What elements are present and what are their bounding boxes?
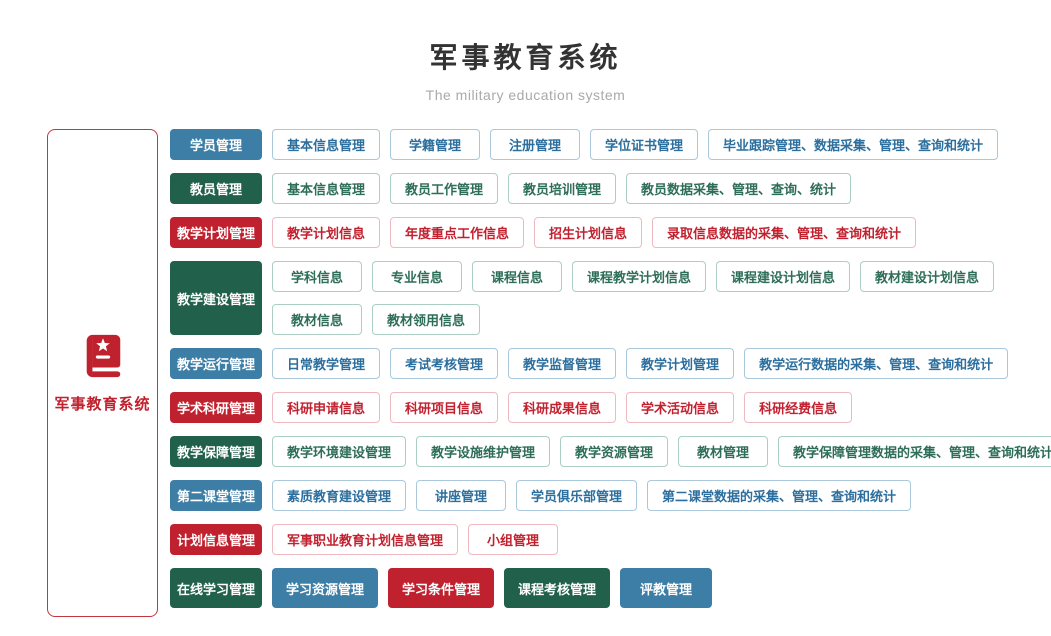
- module-button[interactable]: 课程考核管理: [504, 568, 611, 608]
- module-button[interactable]: 年度重点工作信息: [390, 217, 525, 248]
- module-button[interactable]: 教员数据采集、管理、查询、统计: [626, 173, 852, 204]
- row-line: 教学计划信息年度重点工作信息招生计划信息录取信息数据的采集、管理、查询和统计: [272, 217, 917, 248]
- category-row: 教学计划管理教学计划信息年度重点工作信息招生计划信息录取信息数据的采集、管理、查…: [170, 217, 1051, 248]
- row-line: 素质教育建设管理讲座管理学员俱乐部管理第二课堂数据的采集、管理、查询和统计: [272, 480, 912, 511]
- module-button[interactable]: 日常教学管理: [272, 348, 381, 379]
- module-button[interactable]: 第二课堂数据的采集、管理、查询和统计: [647, 480, 912, 511]
- module-button[interactable]: 教员培训管理: [508, 173, 617, 204]
- category-row: 在线学习管理学习资源管理学习条件管理课程考核管理评教管理: [170, 568, 1051, 608]
- module-button[interactable]: 学科信息: [272, 261, 362, 292]
- category-button[interactable]: 教学建设管理: [170, 261, 262, 335]
- category-row: 学员管理基本信息管理学籍管理注册管理学位证书管理毕业跟踪管理、数据采集、管理、查…: [170, 129, 1051, 160]
- module-button[interactable]: 毕业跟踪管理、数据采集、管理、查询和统计: [708, 129, 999, 160]
- category-button[interactable]: 在线学习管理: [170, 568, 262, 608]
- module-button[interactable]: 教学保障管理数据的采集、管理、查询和统计: [778, 436, 1051, 467]
- module-button[interactable]: 教材建设计划信息: [860, 261, 995, 292]
- module-button[interactable]: 讲座管理: [416, 480, 507, 511]
- page-header: 军事教育系统 The military education system: [0, 0, 1051, 103]
- category-row: 教员管理基本信息管理教员工作管理教员培训管理教员数据采集、管理、查询、统计: [170, 173, 1051, 204]
- row-line: 教学环境建设管理教学设施维护管理教学资源管理教材管理教学保障管理数据的采集、管理…: [272, 436, 1051, 467]
- category-button[interactable]: 学术科研管理: [170, 392, 262, 423]
- module-button[interactable]: 学籍管理: [390, 129, 481, 160]
- module-button[interactable]: 科研申请信息: [272, 392, 381, 423]
- module-button[interactable]: 教学运行数据的采集、管理、查询和统计: [744, 348, 1009, 379]
- row-lines: 基本信息管理教员工作管理教员培训管理教员数据采集、管理、查询、统计: [272, 173, 852, 204]
- module-button[interactable]: 基本信息管理: [272, 129, 381, 160]
- module-button[interactable]: 评教管理: [620, 568, 713, 608]
- row-line: 军事职业教育计划信息管理小组管理: [272, 524, 559, 555]
- page-title: 军事教育系统: [429, 42, 622, 73]
- module-button[interactable]: 教材领用信息: [372, 304, 481, 335]
- category-button[interactable]: 教学运行管理: [170, 348, 262, 379]
- module-button[interactable]: 基本信息管理: [272, 173, 381, 204]
- module-button[interactable]: 专业信息: [372, 261, 462, 292]
- module-button[interactable]: 课程教学计划信息: [572, 261, 707, 292]
- category-button[interactable]: 第二课堂管理: [170, 480, 262, 511]
- module-button[interactable]: 注册管理: [490, 129, 581, 160]
- module-button[interactable]: 学位证书管理: [590, 129, 699, 160]
- category-button[interactable]: 教学保障管理: [170, 436, 262, 467]
- category-row: 教学保障管理教学环境建设管理教学设施维护管理教学资源管理教材管理教学保障管理数据…: [170, 436, 1051, 467]
- module-button[interactable]: 教学资源管理: [560, 436, 669, 467]
- row-lines: 军事职业教育计划信息管理小组管理: [272, 524, 559, 555]
- module-button[interactable]: 学术活动信息: [626, 392, 735, 423]
- category-row: 教学建设管理学科信息专业信息课程信息课程教学计划信息课程建设计划信息教材建设计划…: [170, 261, 1051, 335]
- root-node: 军事教育系统: [47, 129, 158, 617]
- module-button[interactable]: 教学环境建设管理: [272, 436, 407, 467]
- module-button[interactable]: 军事职业教育计划信息管理: [272, 524, 459, 555]
- module-button[interactable]: 教学计划信息: [272, 217, 381, 248]
- category-row: 计划信息管理军事职业教育计划信息管理小组管理: [170, 524, 1051, 555]
- module-button[interactable]: 录取信息数据的采集、管理、查询和统计: [652, 217, 917, 248]
- diagram: 军事教育系统 学员管理基本信息管理学籍管理注册管理学位证书管理毕业跟踪管理、数据…: [47, 129, 1051, 617]
- row-lines: 教学环境建设管理教学设施维护管理教学资源管理教材管理教学保障管理数据的采集、管理…: [272, 436, 1051, 467]
- row-line: 学科信息专业信息课程信息课程教学计划信息课程建设计划信息教材建设计划信息: [272, 261, 995, 292]
- category-button[interactable]: 计划信息管理: [170, 524, 262, 555]
- module-button[interactable]: 学员俱乐部管理: [516, 480, 638, 511]
- category-row: 教学运行管理日常教学管理考试考核管理教学监督管理教学计划管理教学运行数据的采集、…: [170, 348, 1051, 379]
- row-line: 学习资源管理学习条件管理课程考核管理评教管理: [272, 568, 713, 608]
- module-button[interactable]: 学习条件管理: [388, 568, 495, 608]
- row-lines: 基本信息管理学籍管理注册管理学位证书管理毕业跟踪管理、数据采集、管理、查询和统计: [272, 129, 999, 160]
- row-line: 教材信息教材领用信息: [272, 304, 994, 335]
- row-lines: 教学计划信息年度重点工作信息招生计划信息录取信息数据的采集、管理、查询和统计: [272, 217, 917, 248]
- module-button[interactable]: 科研经费信息: [744, 392, 853, 423]
- row-lines: 学习资源管理学习条件管理课程考核管理评教管理: [272, 568, 713, 608]
- row-line: 日常教学管理考试考核管理教学监督管理教学计划管理教学运行数据的采集、管理、查询和…: [272, 348, 1009, 379]
- row-lines: 学科信息专业信息课程信息课程教学计划信息课程建设计划信息教材建设计划信息教材信息…: [272, 261, 995, 335]
- module-button[interactable]: 教材管理: [678, 436, 769, 467]
- module-button[interactable]: 课程建设计划信息: [716, 261, 851, 292]
- row-line: 基本信息管理教员工作管理教员培训管理教员数据采集、管理、查询、统计: [272, 173, 852, 204]
- book-star-icon: [80, 333, 126, 384]
- module-button[interactable]: 课程信息: [472, 261, 562, 292]
- category-row: 学术科研管理科研申请信息科研项目信息科研成果信息学术活动信息科研经费信息: [170, 392, 1051, 423]
- module-button[interactable]: 教学计划管理: [626, 348, 735, 379]
- row-lines: 素质教育建设管理讲座管理学员俱乐部管理第二课堂数据的采集、管理、查询和统计: [272, 480, 912, 511]
- root-node-label: 军事教育系统: [54, 395, 151, 413]
- module-button[interactable]: 招生计划信息: [534, 217, 643, 248]
- module-button[interactable]: 教材信息: [272, 304, 362, 335]
- category-row: 第二课堂管理素质教育建设管理讲座管理学员俱乐部管理第二课堂数据的采集、管理、查询…: [170, 480, 1051, 511]
- module-button[interactable]: 教学设施维护管理: [416, 436, 551, 467]
- row-line: 基本信息管理学籍管理注册管理学位证书管理毕业跟踪管理、数据采集、管理、查询和统计: [272, 129, 999, 160]
- module-button[interactable]: 科研成果信息: [508, 392, 617, 423]
- module-button[interactable]: 科研项目信息: [390, 392, 499, 423]
- module-button[interactable]: 教员工作管理: [390, 173, 499, 204]
- page-subtitle: The military education system: [425, 87, 626, 103]
- module-button[interactable]: 考试考核管理: [390, 348, 499, 379]
- module-button[interactable]: 学习资源管理: [272, 568, 379, 608]
- category-button[interactable]: 教学计划管理: [170, 217, 262, 248]
- category-button[interactable]: 教员管理: [170, 173, 262, 204]
- row-lines: 科研申请信息科研项目信息科研成果信息学术活动信息科研经费信息: [272, 392, 853, 423]
- row-line: 科研申请信息科研项目信息科研成果信息学术活动信息科研经费信息: [272, 392, 853, 423]
- category-button[interactable]: 学员管理: [170, 129, 262, 160]
- module-button[interactable]: 教学监督管理: [508, 348, 617, 379]
- row-lines: 日常教学管理考试考核管理教学监督管理教学计划管理教学运行数据的采集、管理、查询和…: [272, 348, 1009, 379]
- rows: 学员管理基本信息管理学籍管理注册管理学位证书管理毕业跟踪管理、数据采集、管理、查…: [170, 129, 1051, 608]
- module-button[interactable]: 素质教育建设管理: [272, 480, 407, 511]
- module-button[interactable]: 小组管理: [468, 524, 559, 555]
